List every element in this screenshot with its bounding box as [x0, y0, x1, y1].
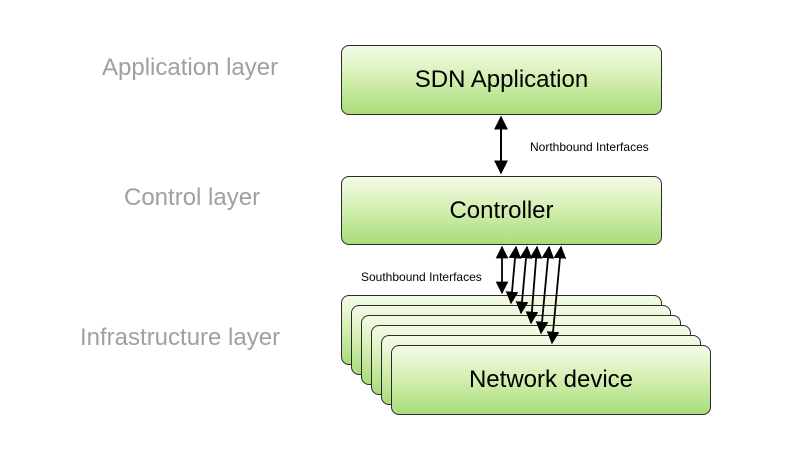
northbound-interfaces-label: Northbound Interfaces [530, 140, 649, 154]
southbound-interfaces-label: Southbound Interfaces [361, 270, 482, 284]
network-device-label: Network device [468, 366, 634, 393]
application-layer-label: Application layer [102, 54, 279, 81]
southbound-arrow [535, 245, 555, 335]
southbound-arrow [505, 245, 522, 305]
controller-box: Controller [341, 176, 662, 245]
infrastructure-layer-label: Infrastructure layer [80, 324, 281, 351]
control-layer-label: Control layer [124, 184, 261, 211]
southbound-arrow [515, 245, 533, 315]
network-device-box: Network device [391, 345, 711, 415]
controller-label: Controller [449, 196, 554, 224]
sdn-application-box: SDN Application [341, 45, 662, 115]
sdn-application-label: SDN Application [414, 66, 589, 93]
southbound-arrow [546, 245, 567, 345]
southbound-arrow [525, 245, 543, 325]
